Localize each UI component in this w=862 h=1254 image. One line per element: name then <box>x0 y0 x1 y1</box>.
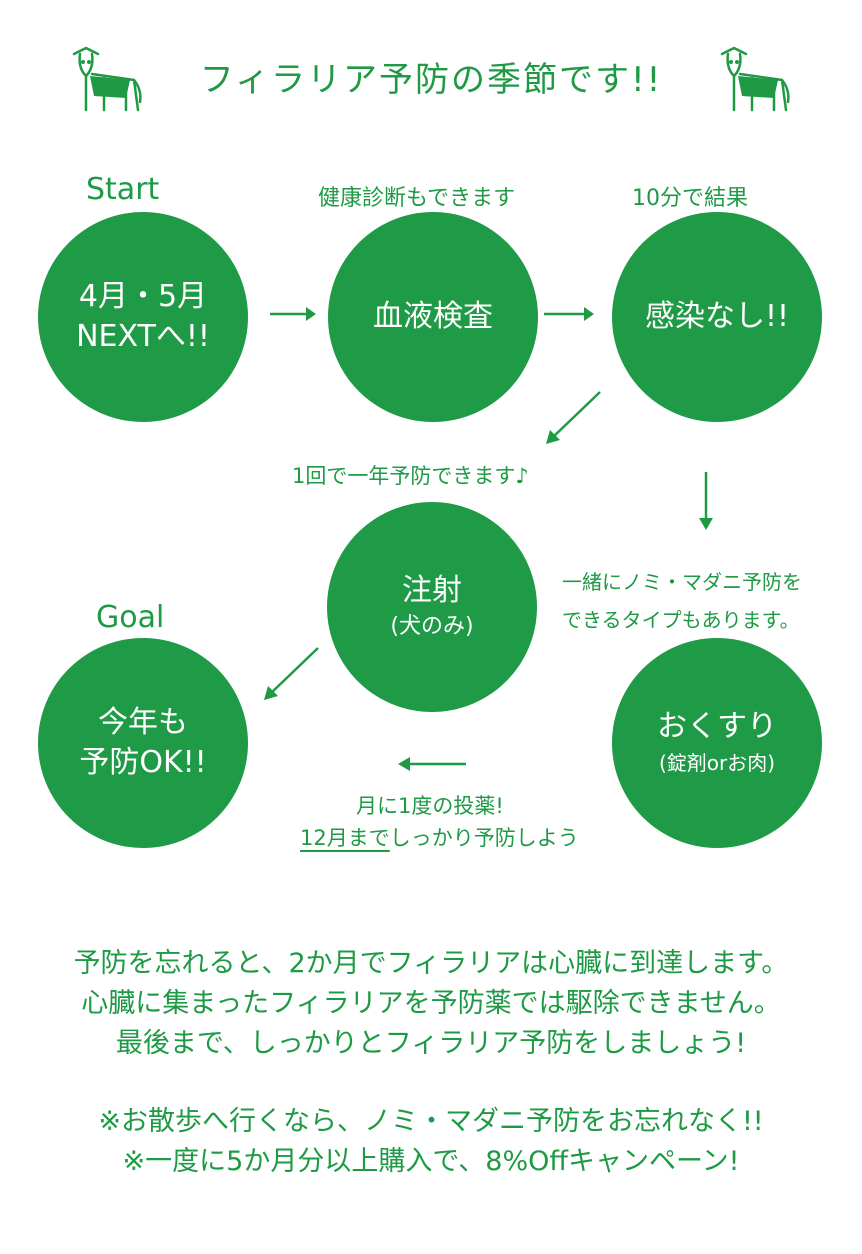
dog-icon-right <box>720 46 790 112</box>
start-label: Start <box>86 172 160 207</box>
result-time-label: 10分で結果 <box>632 186 748 211</box>
arrow-right-icon <box>270 307 316 321</box>
arrow-down-left-icon <box>546 391 601 444</box>
monthly-note-underlined: 12月まで <box>300 826 390 850</box>
blood-test-node: 血液検査 <box>328 212 538 422</box>
start-node-line1: 4月・5月 <box>78 279 208 314</box>
injection-label: 注射 <box>402 573 462 608</box>
start-node: 4月・5月 NEXTへ!! <box>38 212 248 422</box>
medicine-sublabel: (錠剤orお肉) <box>658 751 776 775</box>
dog-icon-left <box>72 46 142 112</box>
arrow-left-icon <box>398 757 466 771</box>
arrow-down-icon <box>699 472 713 530</box>
checkup-label: 健康診断もできます <box>318 186 516 211</box>
goal-node: 今年も 予防OK!! <box>38 638 248 848</box>
footer-line-4: ※お散歩へ行くなら、ノミ・マダニ予防をお忘れなく!! <box>98 1106 764 1137</box>
start-node-line2: NEXTへ!! <box>76 319 210 354</box>
footer-line-3: 最後まで、しっかりとフィラリア予防をしましょう! <box>115 1028 747 1059</box>
injection-sublabel: (犬のみ) <box>390 614 474 639</box>
monthly-note-line1: 月に1度の投薬! <box>356 794 504 818</box>
footer-line-2: 心臓に集まったフィラリアを予防薬では駆除できません。 <box>81 988 781 1019</box>
goal-node-line1: 今年も <box>98 705 188 740</box>
no-infection-node: 感染なし!! <box>612 212 822 422</box>
footer-line-5: ※一度に5か月分以上購入で、8%Offキャンペーン! <box>122 1146 740 1177</box>
flea-tick-note-line1: 一緒にノミ・マダニ予防を <box>562 570 802 594</box>
goal-node-line2: 予防OK!! <box>79 745 207 780</box>
flea-tick-note-line2: できるタイプもあります。 <box>562 608 800 632</box>
monthly-note-rest: しっかり予防しよう <box>389 826 579 850</box>
arrow-right-icon <box>544 307 594 321</box>
no-infection-label: 感染なし!! <box>644 299 790 334</box>
arrow-down-left-icon <box>264 647 319 700</box>
medicine-label: おくすり <box>657 709 777 744</box>
footer-line-1: 予防を忘れると、2か月でフィラリアは心臓に到達します。 <box>73 948 789 979</box>
page-title: フィラリア予防の季節です!! <box>199 60 663 100</box>
medicine-node: おくすり (錠剤orお肉) <box>612 638 822 848</box>
injection-note: 1回で一年予防できます♪ <box>292 464 529 488</box>
blood-test-label: 血液検査 <box>373 299 493 334</box>
goal-label: Goal <box>96 600 165 635</box>
injection-node: 注射 (犬のみ) <box>327 502 537 712</box>
monthly-note-line2: 12月までしっかり予防しよう <box>300 822 579 852</box>
